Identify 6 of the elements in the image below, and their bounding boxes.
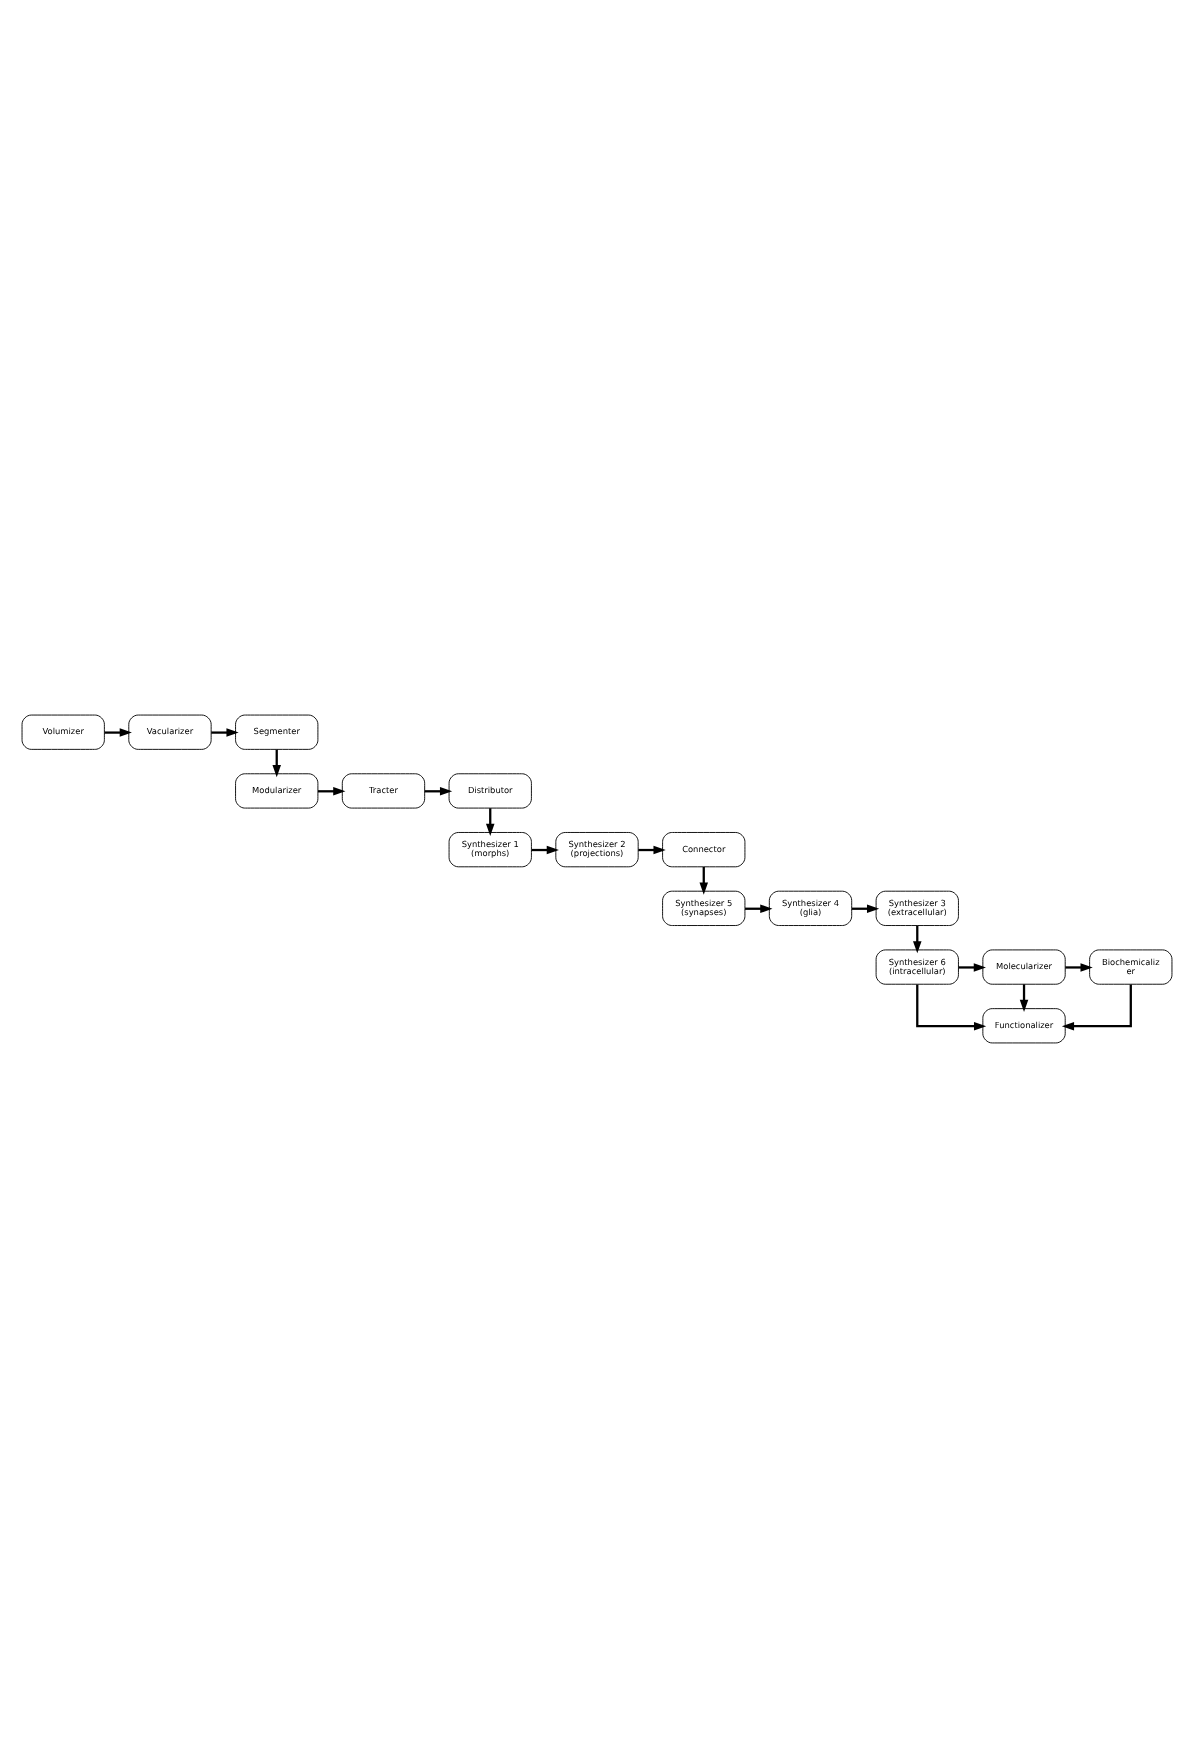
arrow [104,728,132,737]
arrow [1065,963,1093,972]
arrow [1061,984,1132,1031]
arrow [916,984,987,1031]
arrow [958,963,986,972]
arrow [211,728,239,737]
